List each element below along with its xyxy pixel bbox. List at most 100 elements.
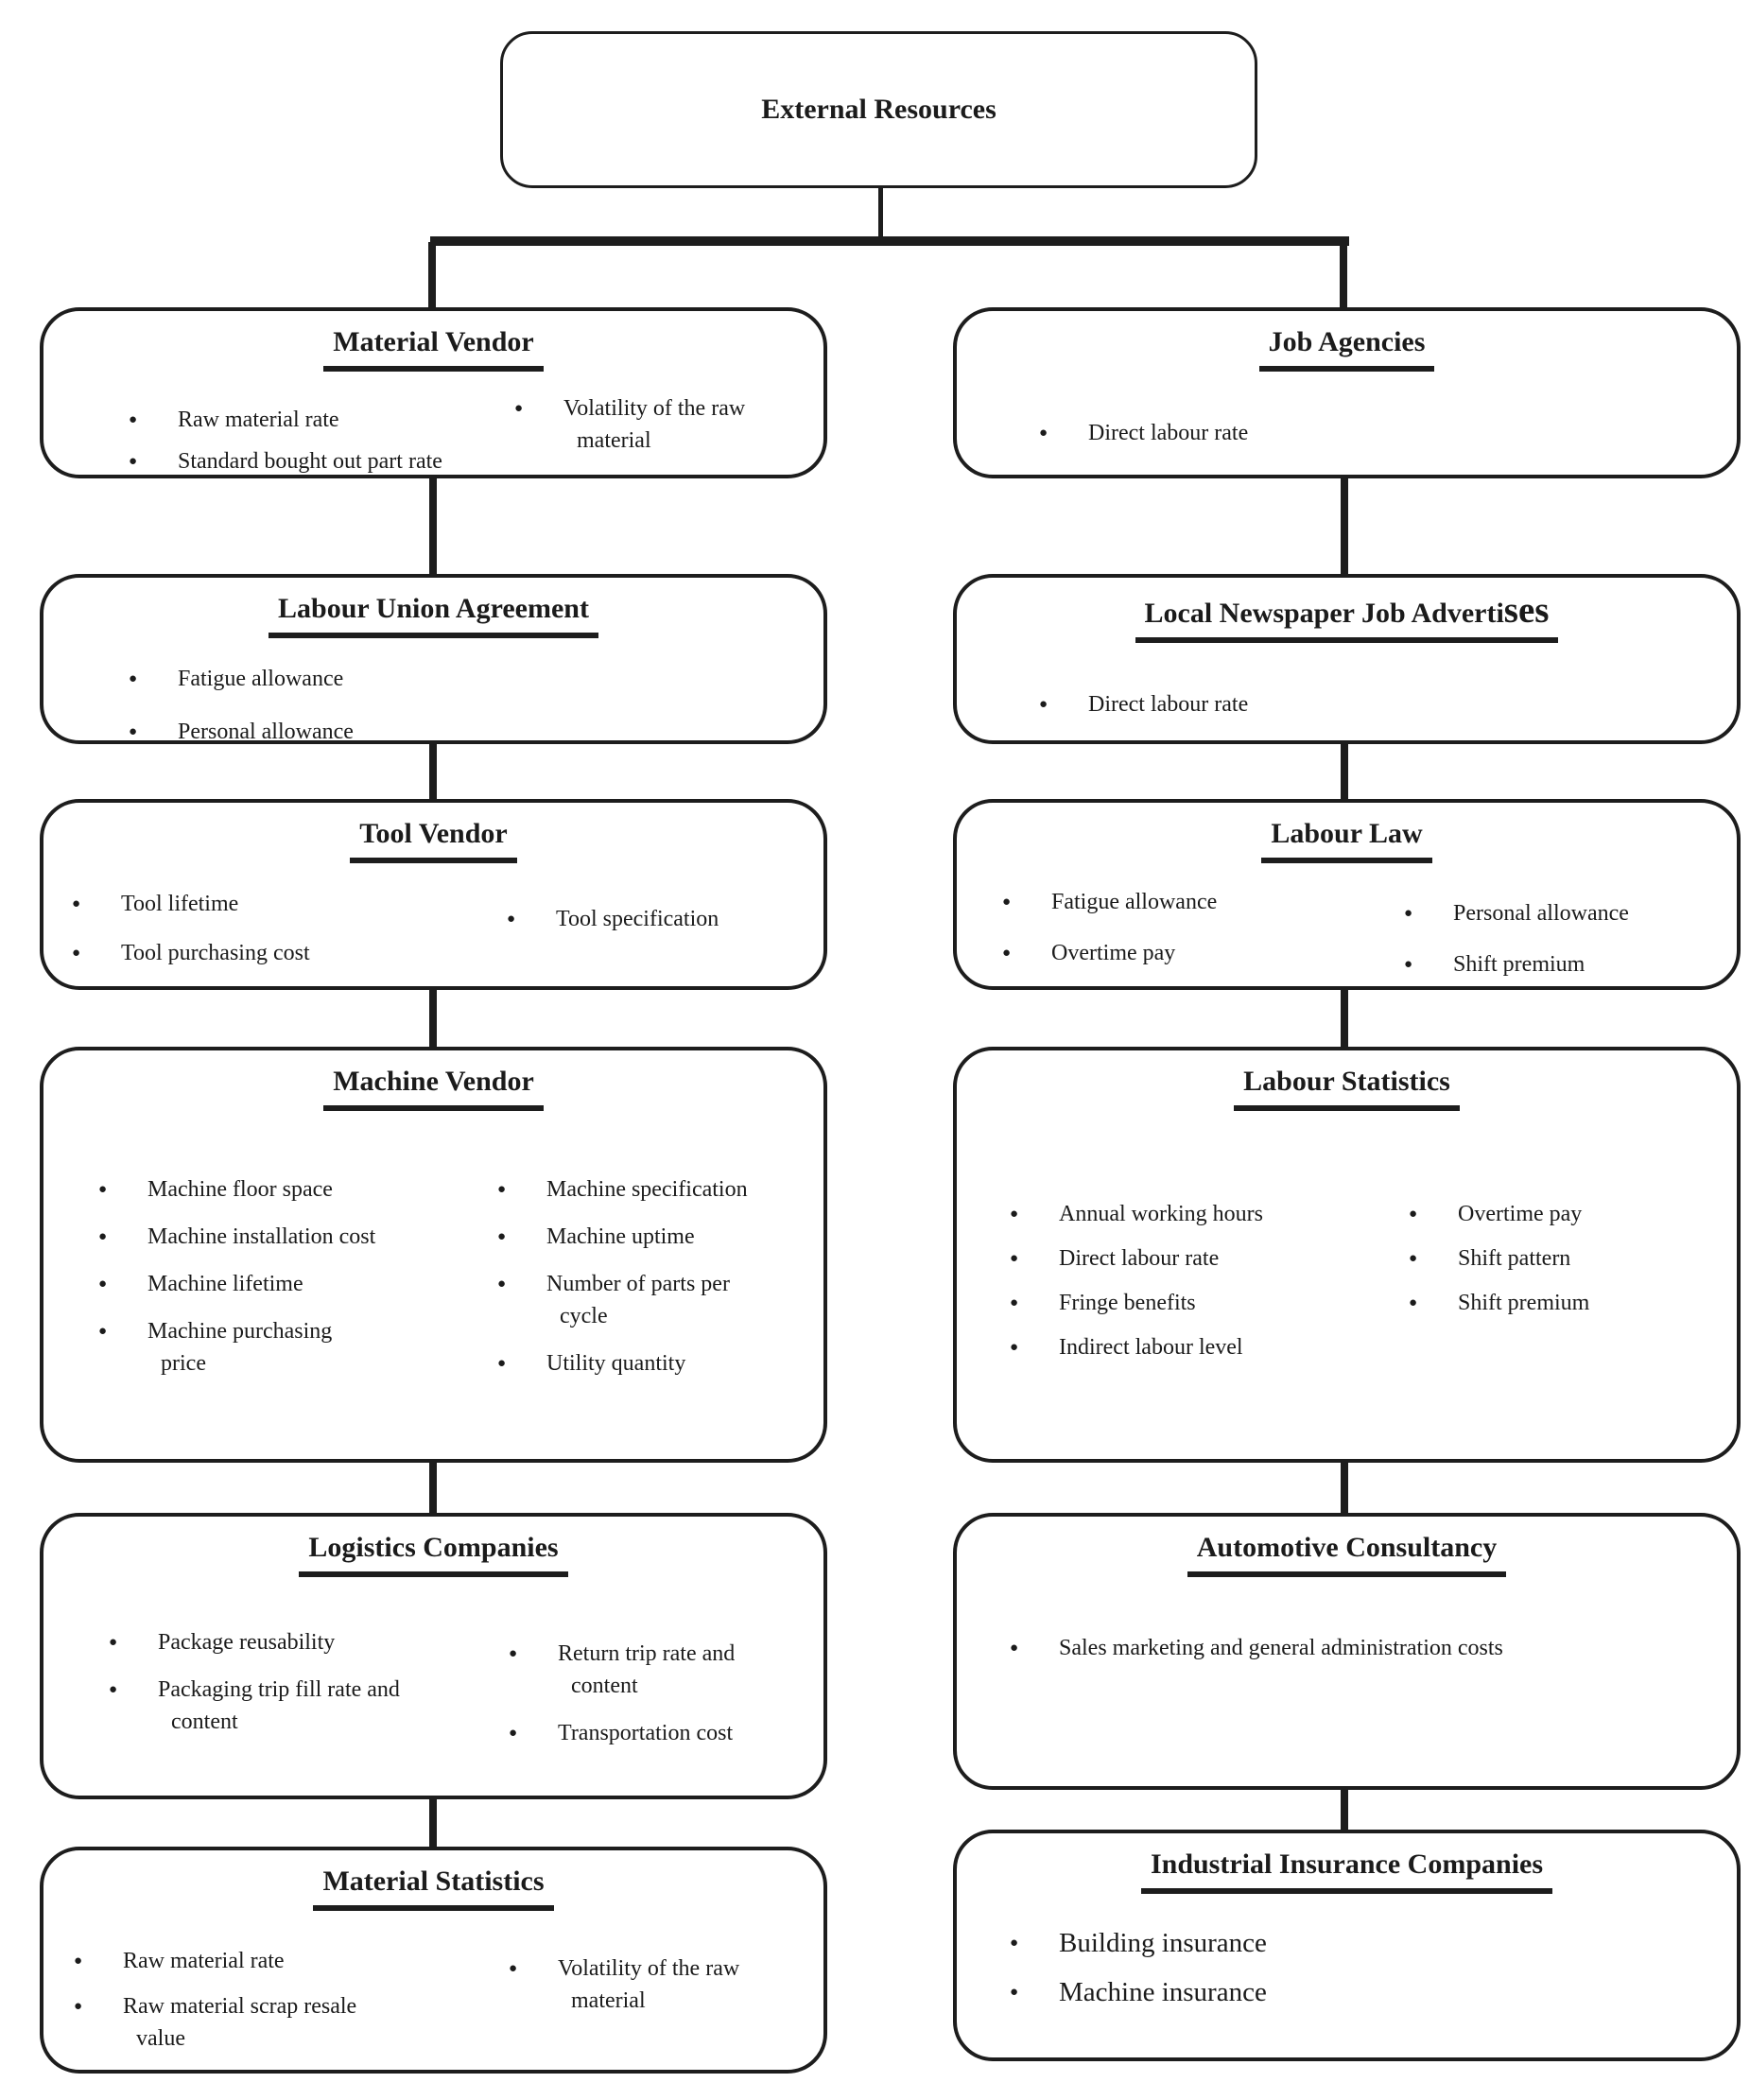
bullet-text: Volatility of the raw material [563, 396, 746, 453]
box-title-text: Machine Vendor [333, 1066, 534, 1097]
bullet-item: ●Tool lifetime [72, 888, 507, 920]
bullet-item: ● Overtime pay [1409, 1198, 1589, 1230]
bullet-list-left: ●Fatigue allowance●Personal allowance [129, 663, 354, 769]
box-title: Job Agencies [957, 311, 1737, 372]
bullet-icon: ● [98, 1276, 108, 1292]
bullet-item: ●Machine uptime [497, 1221, 758, 1253]
box-external-resources: External Resources [500, 31, 1257, 188]
bullet-text: Machine installation cost [147, 1224, 376, 1249]
connector-right-5 [1341, 1786, 1348, 1832]
bullet-text: Machine purchasing price [147, 1319, 333, 1376]
connector-left-5 [429, 1796, 437, 1849]
bullet-text: Machine floor space [147, 1177, 333, 1202]
bullet-icon: ● [129, 454, 138, 469]
connector-horizontal-bar [430, 236, 1349, 246]
bullet-list-left: ●Tool lifetime●Tool purchasing cost [72, 888, 507, 986]
bullet-icon: ● [509, 1961, 518, 1976]
bullet-text: Number of parts per cycle [546, 1272, 730, 1328]
box-title-text: Job Agencies [1268, 326, 1426, 357]
bullet-icon: ● [1010, 1295, 1019, 1310]
bullet-text: Tool lifetime [121, 892, 239, 916]
box-title: Industrial Insurance Companies [957, 1833, 1737, 1894]
box-machine-vendor: Machine Vendor ●Machine floor space●Mach… [40, 1047, 827, 1463]
bullet-text: Fatigue allowance [1051, 890, 1218, 914]
box-title-text: Labour Law [1271, 818, 1423, 849]
bullet-text: Machine specification [546, 1177, 748, 1202]
bullet-text: Standard bought out part rate [178, 449, 442, 474]
box-job-agencies: Job Agencies ● Direct labour rate [953, 307, 1741, 478]
bullet-icon: ● [109, 1682, 118, 1697]
bullet-text: Raw material scrap resale value [123, 1994, 357, 2051]
box-title-text: Automotive Consultancy [1196, 1532, 1498, 1563]
bullet-icon: ● [74, 1953, 83, 1969]
bullet-item: ●Indirect labour level [1010, 1331, 1409, 1363]
bullet-list-left: ● Direct labour rate [1039, 417, 1248, 462]
bullet-text: Overtime pay [1458, 1202, 1583, 1226]
bullet-icon: ● [1409, 1251, 1418, 1266]
box-title: Material Vendor [43, 311, 823, 372]
bullet-text: Sales marketing and general administrati… [1059, 1636, 1503, 1660]
bullet-item: ●Machine specification [497, 1173, 758, 1206]
root-title: External Resources [761, 94, 996, 125]
box-title: Machine Vendor [43, 1050, 823, 1111]
bullet-text: Machine uptime [546, 1224, 695, 1249]
bullet-icon: ● [1010, 1640, 1019, 1656]
bullet-item: ●Packaging trip fill rate and content [109, 1674, 509, 1738]
bullet-list-right: ●Overtime pay●Shift pattern●Shift premiu… [1409, 1198, 1589, 1331]
bullet-list-left: ● Sales marketing and general administrat… [1010, 1632, 1503, 1677]
box-automotive-consultancy: Automotive Consultancy ● Sales marketing … [953, 1513, 1741, 1790]
bullet-icon: ● [1039, 697, 1048, 712]
bullet-list-right: ●Volatility of the raw material [509, 1952, 793, 2030]
bullet-item: ● Standard bought out part rate [129, 445, 514, 477]
bullet-icon: ● [509, 1726, 518, 1741]
bullet-item: ● Shift pattern [1409, 1242, 1589, 1275]
bullet-item: ●Machine floor space [98, 1173, 497, 1206]
bullet-item: ●Return trip rate and content [509, 1638, 784, 1702]
box-title-text: Labour Statistics [1243, 1066, 1450, 1097]
bullet-icon: ● [1002, 894, 1012, 910]
connector-right-2 [1341, 740, 1348, 802]
bullet-text: Direct labour rate [1088, 421, 1249, 445]
bullet-text: Shift pattern [1458, 1246, 1571, 1271]
box-title-text: Industrial Insurance Companies [1150, 1848, 1544, 1880]
bullet-icon: ● [1010, 1206, 1019, 1222]
bullet-text: Overtime pay [1051, 941, 1176, 965]
bullet-item: ●Overtime pay [1002, 937, 1404, 969]
bullet-item: ●Raw material rate [129, 404, 514, 436]
box-material-vendor: Material Vendor ●Raw material rate●Stand… [40, 307, 827, 478]
box-title: Local Newspaper Job Advertises [957, 578, 1737, 643]
bullet-item: ●Shift premium [1404, 948, 1629, 981]
box-title: Tool Vendor [43, 803, 823, 863]
connector-right-4 [1341, 1459, 1348, 1516]
bullet-list-left: ●Building insurance●Machine insurance [1010, 1924, 1267, 2022]
bullet-text: Direct labour rate [1059, 1246, 1220, 1271]
bullet-item: ●Number of parts per cycle [497, 1268, 758, 1332]
box-title: Labour Statistics [957, 1050, 1737, 1111]
bullet-text: Indirect labour level [1059, 1335, 1243, 1360]
bullet-icon: ● [1039, 425, 1048, 441]
bullet-item: ●Direct labour rate [1039, 688, 1248, 720]
bullet-list-left: ● Fatigue allowance ●Overtime pay [1002, 886, 1404, 988]
bullet-text: Personal allowance [178, 720, 354, 744]
bullet-item: ● Fringe benefits [1010, 1287, 1409, 1319]
bullet-item: ●Volatility of the raw material [514, 392, 799, 457]
box-title: Labour Law [957, 803, 1737, 863]
connector-left-3 [429, 986, 437, 1050]
bullet-icon: ● [98, 1324, 108, 1339]
bullet-icon: ● [129, 412, 138, 427]
bullet-icon: ● [1010, 1251, 1019, 1266]
bullet-icon: ● [1010, 1935, 1019, 1951]
bullet-text: Raw material rate [123, 1949, 285, 1973]
bullet-item: ●Tool specification [507, 903, 719, 935]
bullet-text: Building insurance [1059, 1928, 1267, 1958]
bullet-item: ●Machine lifetime [98, 1268, 497, 1300]
box-title: Automotive Consultancy [957, 1517, 1737, 1577]
bullet-icon: ● [72, 946, 81, 961]
box-title-text: Logistics Companies [308, 1532, 559, 1563]
bullet-text: Fringe benefits [1059, 1291, 1196, 1315]
bullet-item: ●Package reusability [109, 1626, 509, 1658]
box-labour-union-agreement: Labour Union Agreement ●Fatigue allowanc… [40, 574, 827, 744]
bullet-icon: ● [1409, 1206, 1418, 1222]
bullet-item: ●Personal allowance [1404, 897, 1629, 929]
connector-right-3 [1341, 986, 1348, 1050]
